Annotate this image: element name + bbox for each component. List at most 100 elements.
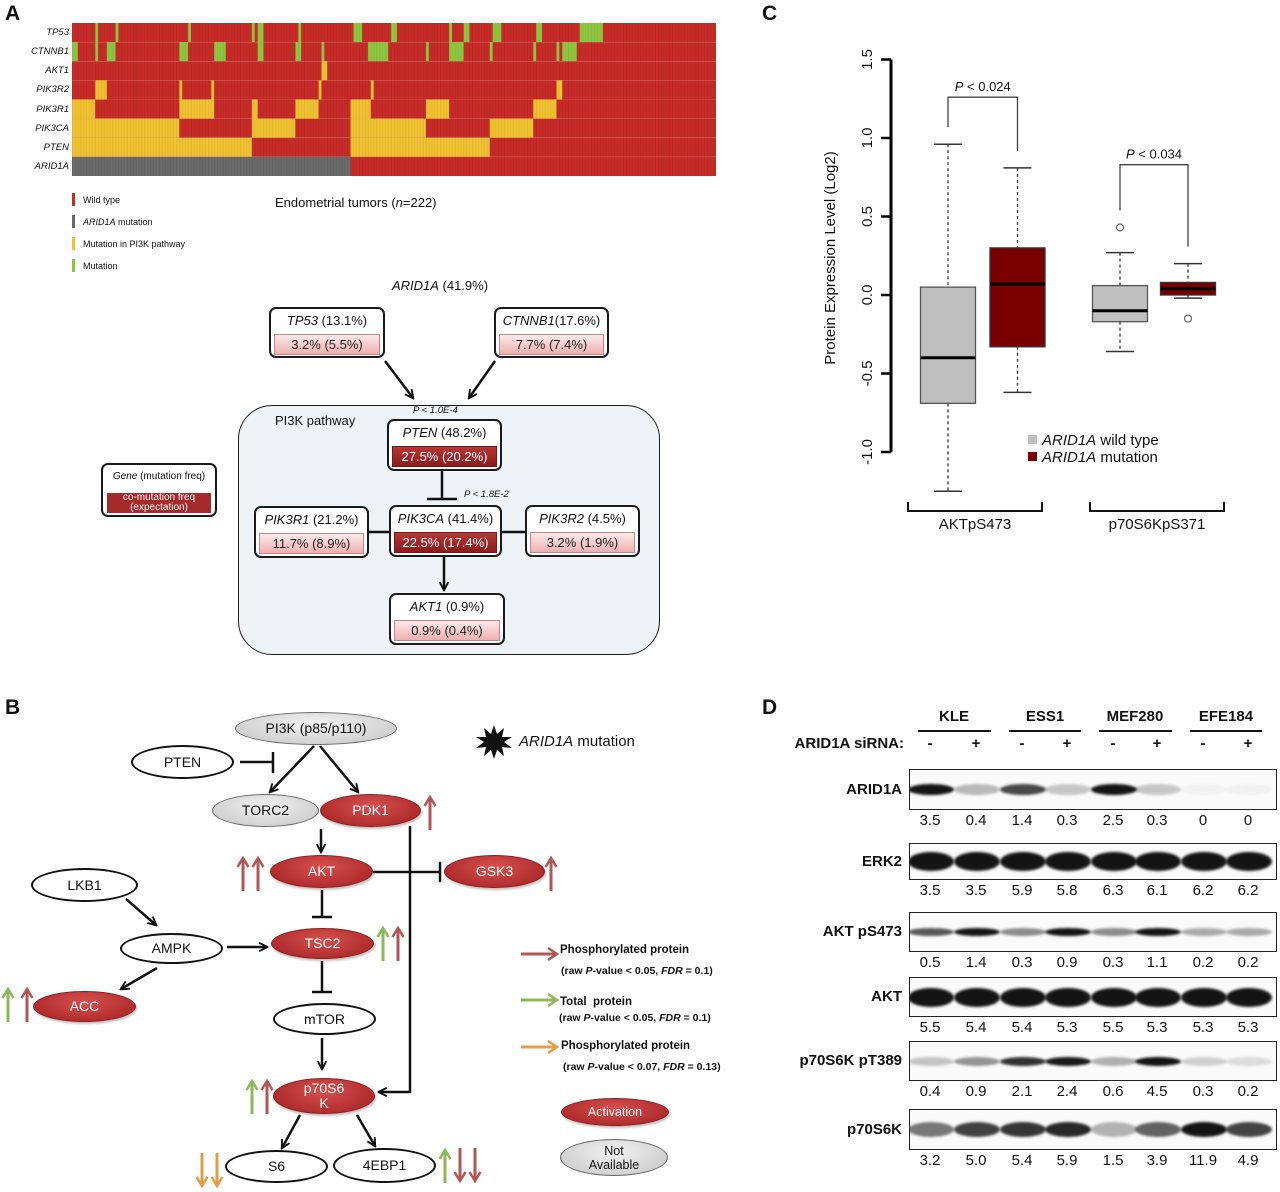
blot-band [1135, 928, 1181, 936]
blot-band [1226, 987, 1272, 1007]
legend-label: ARID1A mutation [1041, 449, 1158, 466]
stat-text: = 0.1) [682, 965, 713, 977]
arrow-head [251, 856, 265, 868]
blot-quant-value: 3.9 [1146, 1152, 1168, 1169]
legend-label: ARID1A wild type [1041, 432, 1159, 449]
blot-quant-value: 5.5 [1102, 1019, 1124, 1036]
blot-quant-value: 6.2 [1237, 882, 1259, 899]
y-tick-label: 0.5 [859, 206, 876, 227]
legend-title-phospho-trend: Phosphorylated protein [561, 1040, 691, 1052]
blot-quant-value: 3.5 [919, 812, 941, 829]
node-gsk3: GSK3 [444, 855, 545, 888]
blot-quant-value: 0.3 [1102, 954, 1124, 971]
blot-band [1091, 928, 1137, 936]
gene-box-ctnnb1: CTNNB1(17.6%) 7.7% (7.4%) [494, 307, 609, 358]
mutation-heatmap [72, 23, 716, 176]
blot-erk2 [909, 843, 1277, 880]
cell-line-underline [1009, 730, 1081, 732]
legend-comutation-bar: co-mutation freq (expectation) [107, 493, 211, 513]
blot-quant-value: 3.2 [919, 1152, 941, 1169]
up-arrow-icon [376, 926, 390, 961]
y-axis-title: Protein Expression Level (Log2) [822, 151, 839, 364]
legend-stat-phospho: (raw P-value < 0.05, FDR = 0.1) [561, 965, 713, 977]
blot-band [1091, 987, 1137, 1007]
gene-name: PIK3R2 [539, 511, 584, 526]
heatmap-gene-label: PIK3R2 [36, 84, 69, 96]
cell-line-mef280: MEF280 [1106, 708, 1164, 725]
blot-akt [909, 977, 1277, 1017]
blot-quant-value: 3.5 [965, 882, 987, 899]
blot-quant-value: 5.3 [1192, 1019, 1214, 1036]
stat-text: = 0.1) [680, 1012, 711, 1024]
up-arrow-icon [251, 856, 265, 891]
gene-header: PTEN (48.2%) [389, 425, 500, 440]
blot-band [1045, 1122, 1091, 1137]
gene-frequency: (21.2%) [309, 512, 359, 527]
blot-quant-value: 5.3 [1056, 1019, 1078, 1036]
blot-band [910, 852, 954, 871]
gene-name: ARID1A [391, 278, 439, 293]
blot-p70s6k-pt389 [909, 1041, 1277, 1081]
heatmap-legend-mutation: Mutation [72, 259, 118, 272]
stat-p: P [583, 1012, 591, 1024]
arrow-head [20, 987, 34, 999]
blot-band [910, 1122, 954, 1137]
down-arrow-icon [210, 1153, 224, 1188]
stat-text: (raw [561, 965, 586, 977]
stat-fdr: FDR [661, 965, 683, 977]
blot-label-akt: AKT [871, 988, 902, 1005]
gene-box-pik3r1: PIK3R1 (21.2%) 11.7% (8.9%) [254, 506, 369, 558]
blot-label-p70s6k-pt389: p70S6K pT389 [799, 1052, 902, 1069]
group-bracket [907, 502, 1043, 512]
significance-bracket [947, 96, 1019, 151]
blot-label-arid1a: ARID1A [846, 780, 902, 798]
change-arrows-tsc2 [376, 926, 405, 961]
blot-band [1091, 1056, 1137, 1066]
blot-band [1000, 1056, 1046, 1066]
up-arrow-icon [438, 1148, 452, 1183]
down-arrow-icon [195, 1153, 209, 1188]
arrow-p70s6k-to-4ebp1 [355, 1114, 375, 1146]
box-mutation [989, 167, 1046, 394]
y-tick-label: -0.5 [859, 361, 876, 387]
blot-band [1045, 928, 1091, 936]
blot-band [954, 1056, 1000, 1066]
blot-quant-value: 0.9 [965, 1083, 987, 1100]
change-arrows-p70s6k [245, 1079, 274, 1114]
legend-title-total: Total protein [560, 996, 632, 1008]
stat-text: -value < 0.05, [590, 1012, 660, 1024]
legend-swatch-wild-type [72, 193, 75, 206]
cell-line-underline [1190, 730, 1262, 732]
legend-label-italic: ARID1A [83, 216, 116, 227]
mutation-marker-label: ARID1A mutation [519, 733, 635, 750]
mutation-text: mutation [577, 733, 635, 750]
change-arrows-4ebp1 [438, 1148, 482, 1183]
comutation-bar: 7.7% (7.4%) [499, 334, 604, 355]
blot-band [1045, 987, 1091, 1007]
blot-quant-value: 0.2 [1237, 1083, 1259, 1100]
blot-quant-value: 0.6 [1102, 1083, 1124, 1100]
blot-quant-value: 0.4 [919, 1083, 941, 1100]
cell-line-underline [1099, 730, 1172, 732]
gene-box-pten: PTEN (48.2%) 27.5% (20.2%) [387, 419, 502, 471]
comutation-bar: 3.2% (1.9%) [530, 532, 635, 553]
y-tick-label: 1.5 [859, 49, 876, 70]
legend-arrow-phospho-trend-icon [521, 1040, 560, 1054]
cell-line-kle: KLE [939, 708, 969, 725]
blot-quant-value: 2.1 [1011, 1083, 1033, 1100]
blot-akt-ps473 [909, 912, 1277, 952]
up-arrow-icon [1, 987, 15, 1022]
arrow-ampk-to-acc [121, 966, 158, 989]
stat-text: (raw [559, 1012, 584, 1024]
blot-band [1135, 1122, 1181, 1137]
p-value-label: P < 0.034 [1126, 147, 1182, 162]
gene-header: AKT1 (0.9%) [391, 599, 503, 614]
gene-frequency: (4.5%) [583, 511, 626, 526]
up-arrow-icon [260, 1079, 274, 1114]
arrow-head [195, 1176, 209, 1188]
blot-p70s6k [909, 1109, 1277, 1150]
